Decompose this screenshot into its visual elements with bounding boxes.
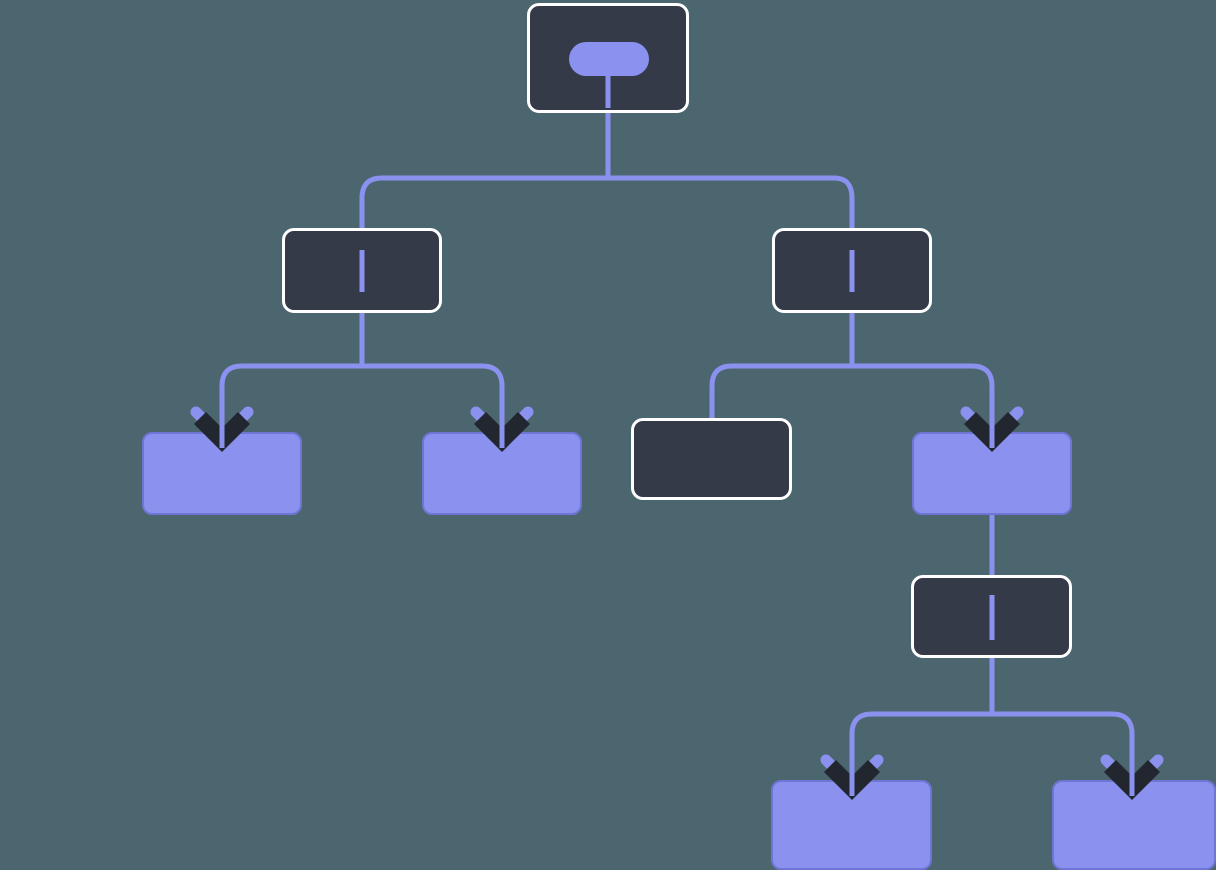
node-root[interactable] [527, 3, 689, 113]
root-pill-icon [569, 42, 649, 76]
node-level2-right-b[interactable] [912, 432, 1072, 515]
node-level1-right[interactable] [772, 228, 932, 313]
edge-r3-to-children [849, 711, 1135, 786]
node-level2-left-b[interactable] [422, 432, 582, 515]
edge-l1-to-children [219, 363, 505, 438]
node-level3-right[interactable] [911, 575, 1072, 658]
node-level4-left[interactable] [771, 780, 932, 870]
node-level4-right[interactable] [1052, 780, 1216, 870]
node-level1-left[interactable] [282, 228, 442, 313]
node-level2-right-a[interactable] [631, 418, 792, 500]
node-level2-left-a[interactable] [142, 432, 302, 515]
